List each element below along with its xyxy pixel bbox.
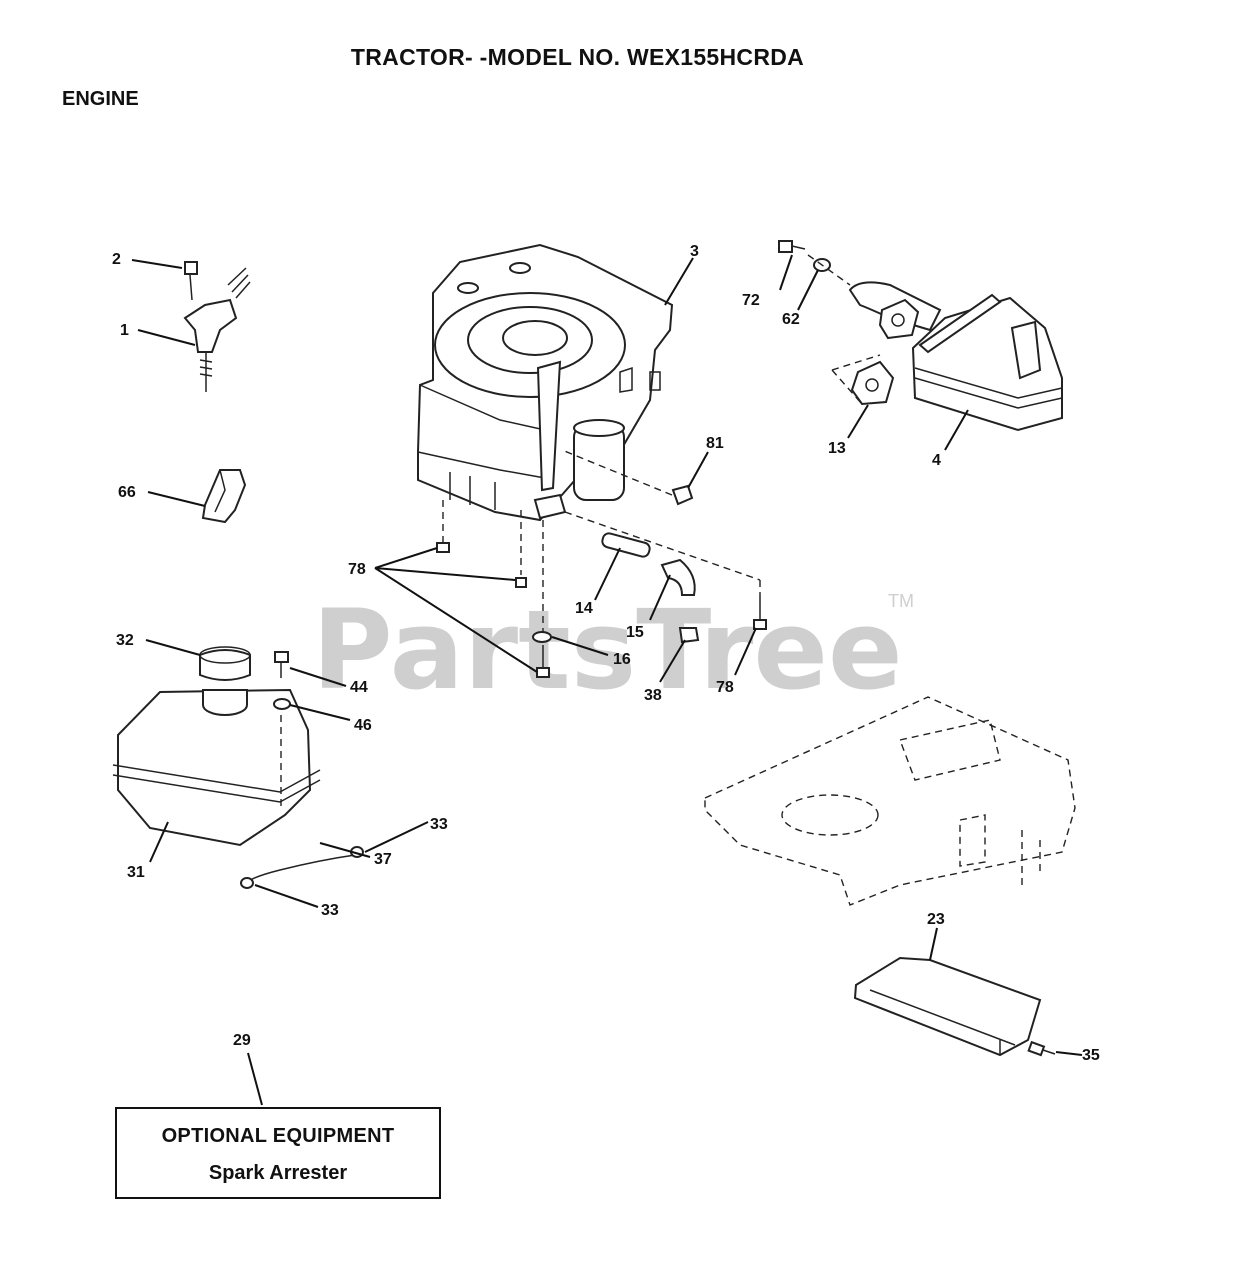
callout-38: 38 <box>644 687 662 704</box>
callout-29: 29 <box>233 1032 251 1049</box>
callout-35: 35 <box>1082 1047 1100 1064</box>
watermark-text: PartsTree <box>312 586 903 714</box>
callout-66: 66 <box>118 484 136 501</box>
bolt-part <box>778 240 851 286</box>
bolt-set-part <box>436 500 767 678</box>
fuel-elbow-part <box>660 558 696 596</box>
callout-72: 72 <box>742 292 760 309</box>
callout-32: 32 <box>116 632 134 649</box>
callout-15: 15 <box>626 624 644 641</box>
nut-part <box>561 449 761 581</box>
callout-81: 81 <box>706 435 724 452</box>
optional-equipment-box: OPTIONAL EQUIPMENT Spark Arrester <box>115 1107 441 1199</box>
callout-33-lower: 33 <box>321 902 339 919</box>
muffler-gasket-part <box>831 354 895 406</box>
fuel-line-part <box>240 846 364 889</box>
callout-37: 37 <box>374 851 392 868</box>
fuel-filter-part <box>601 532 651 558</box>
callout-4: 4 <box>932 452 941 469</box>
muffler-part <box>848 281 1063 432</box>
fuel-cap-part <box>199 646 251 681</box>
optional-equipment-item: Spark Arrester <box>208 1162 348 1184</box>
callout-3: 3 <box>690 243 699 260</box>
callout-31: 31 <box>127 864 145 881</box>
leader-lines <box>131 254 1083 1106</box>
tank-washer-part <box>273 698 291 710</box>
watermark-trademark: TM <box>888 591 914 611</box>
callout-16: 16 <box>613 651 631 668</box>
shield-part <box>853 956 1042 1057</box>
engine-part <box>417 243 674 522</box>
fuel-tank-part <box>112 688 321 847</box>
tank-screw-part <box>274 651 289 810</box>
callout-62: 62 <box>782 311 800 328</box>
optional-equipment-heading: OPTIONAL EQUIPMENT <box>161 1125 395 1147</box>
callout-14: 14 <box>575 600 593 617</box>
callout-23: 23 <box>927 911 945 928</box>
callout-78-left: 78 <box>348 561 366 578</box>
callout-44: 44 <box>350 679 368 696</box>
callout-13: 13 <box>828 440 846 457</box>
shield-screw-part <box>1027 1040 1056 1057</box>
frame-plate-part <box>704 696 1076 906</box>
callout-46: 46 <box>354 717 372 734</box>
callout-33-upper: 33 <box>430 816 448 833</box>
section-heading: ENGINE <box>62 88 139 110</box>
callout-1: 1 <box>120 322 129 339</box>
bracket-part <box>201 469 247 524</box>
throttle-control-part <box>183 261 251 392</box>
page-title: TRACTOR- -MODEL NO. WEX155HCRDA <box>350 44 805 70</box>
exhaust-gasket-part <box>878 298 920 340</box>
callout-labels: 2 1 3 72 62 13 4 81 66 78 14 15 16 38 78… <box>112 243 1100 1064</box>
callout-78-right: 78 <box>716 679 734 696</box>
callout-2: 2 <box>112 251 121 268</box>
